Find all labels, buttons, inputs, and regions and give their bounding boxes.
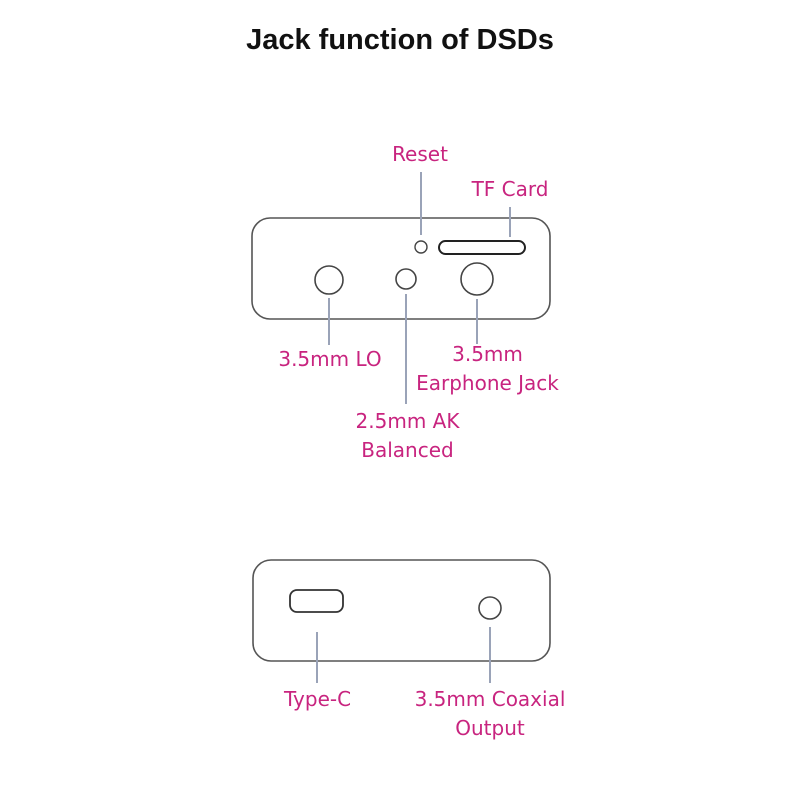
top-panel-outline <box>251 217 551 320</box>
tf-card-label-text: TF Card <box>471 177 549 201</box>
type-c-label: Type-C <box>255 685 380 714</box>
earphone-label: 3.5mm Earphone Jack <box>400 340 575 398</box>
type-c-label-text: Type-C <box>283 687 352 711</box>
bottom-panel <box>252 559 551 683</box>
earphone-label-line2: Earphone Jack <box>416 371 559 395</box>
coaxial-jack <box>478 596 502 620</box>
earphone-label-line1: 3.5mm <box>452 342 523 366</box>
diagram-title: Jack function of DSDs <box>246 24 554 56</box>
top-panel <box>251 172 551 404</box>
balanced-label: 2.5mm AK Balanced <box>330 407 485 465</box>
balanced-label-line2: Balanced <box>361 438 454 462</box>
lo-jack <box>314 265 344 295</box>
reset-hole <box>414 240 428 254</box>
tf-card-label: TF Card <box>450 175 570 204</box>
balanced-jack <box>395 268 417 290</box>
coaxial-label: 3.5mm Coaxial Output <box>395 685 585 743</box>
coaxial-label-line2: Output <box>455 716 525 740</box>
tf-card-slot <box>438 240 526 255</box>
balanced-label-line1: 2.5mm AK <box>355 409 460 433</box>
earphone-jack <box>460 262 494 296</box>
lo-label: 3.5mm LO <box>255 345 405 374</box>
type-c-port <box>289 589 344 613</box>
coaxial-label-line1: 3.5mm Coaxial <box>414 687 566 711</box>
reset-label-text: Reset <box>392 142 448 166</box>
bottom-panel-outline <box>252 559 551 662</box>
lo-label-text: 3.5mm LO <box>278 347 382 371</box>
reset-label: Reset <box>370 140 470 169</box>
